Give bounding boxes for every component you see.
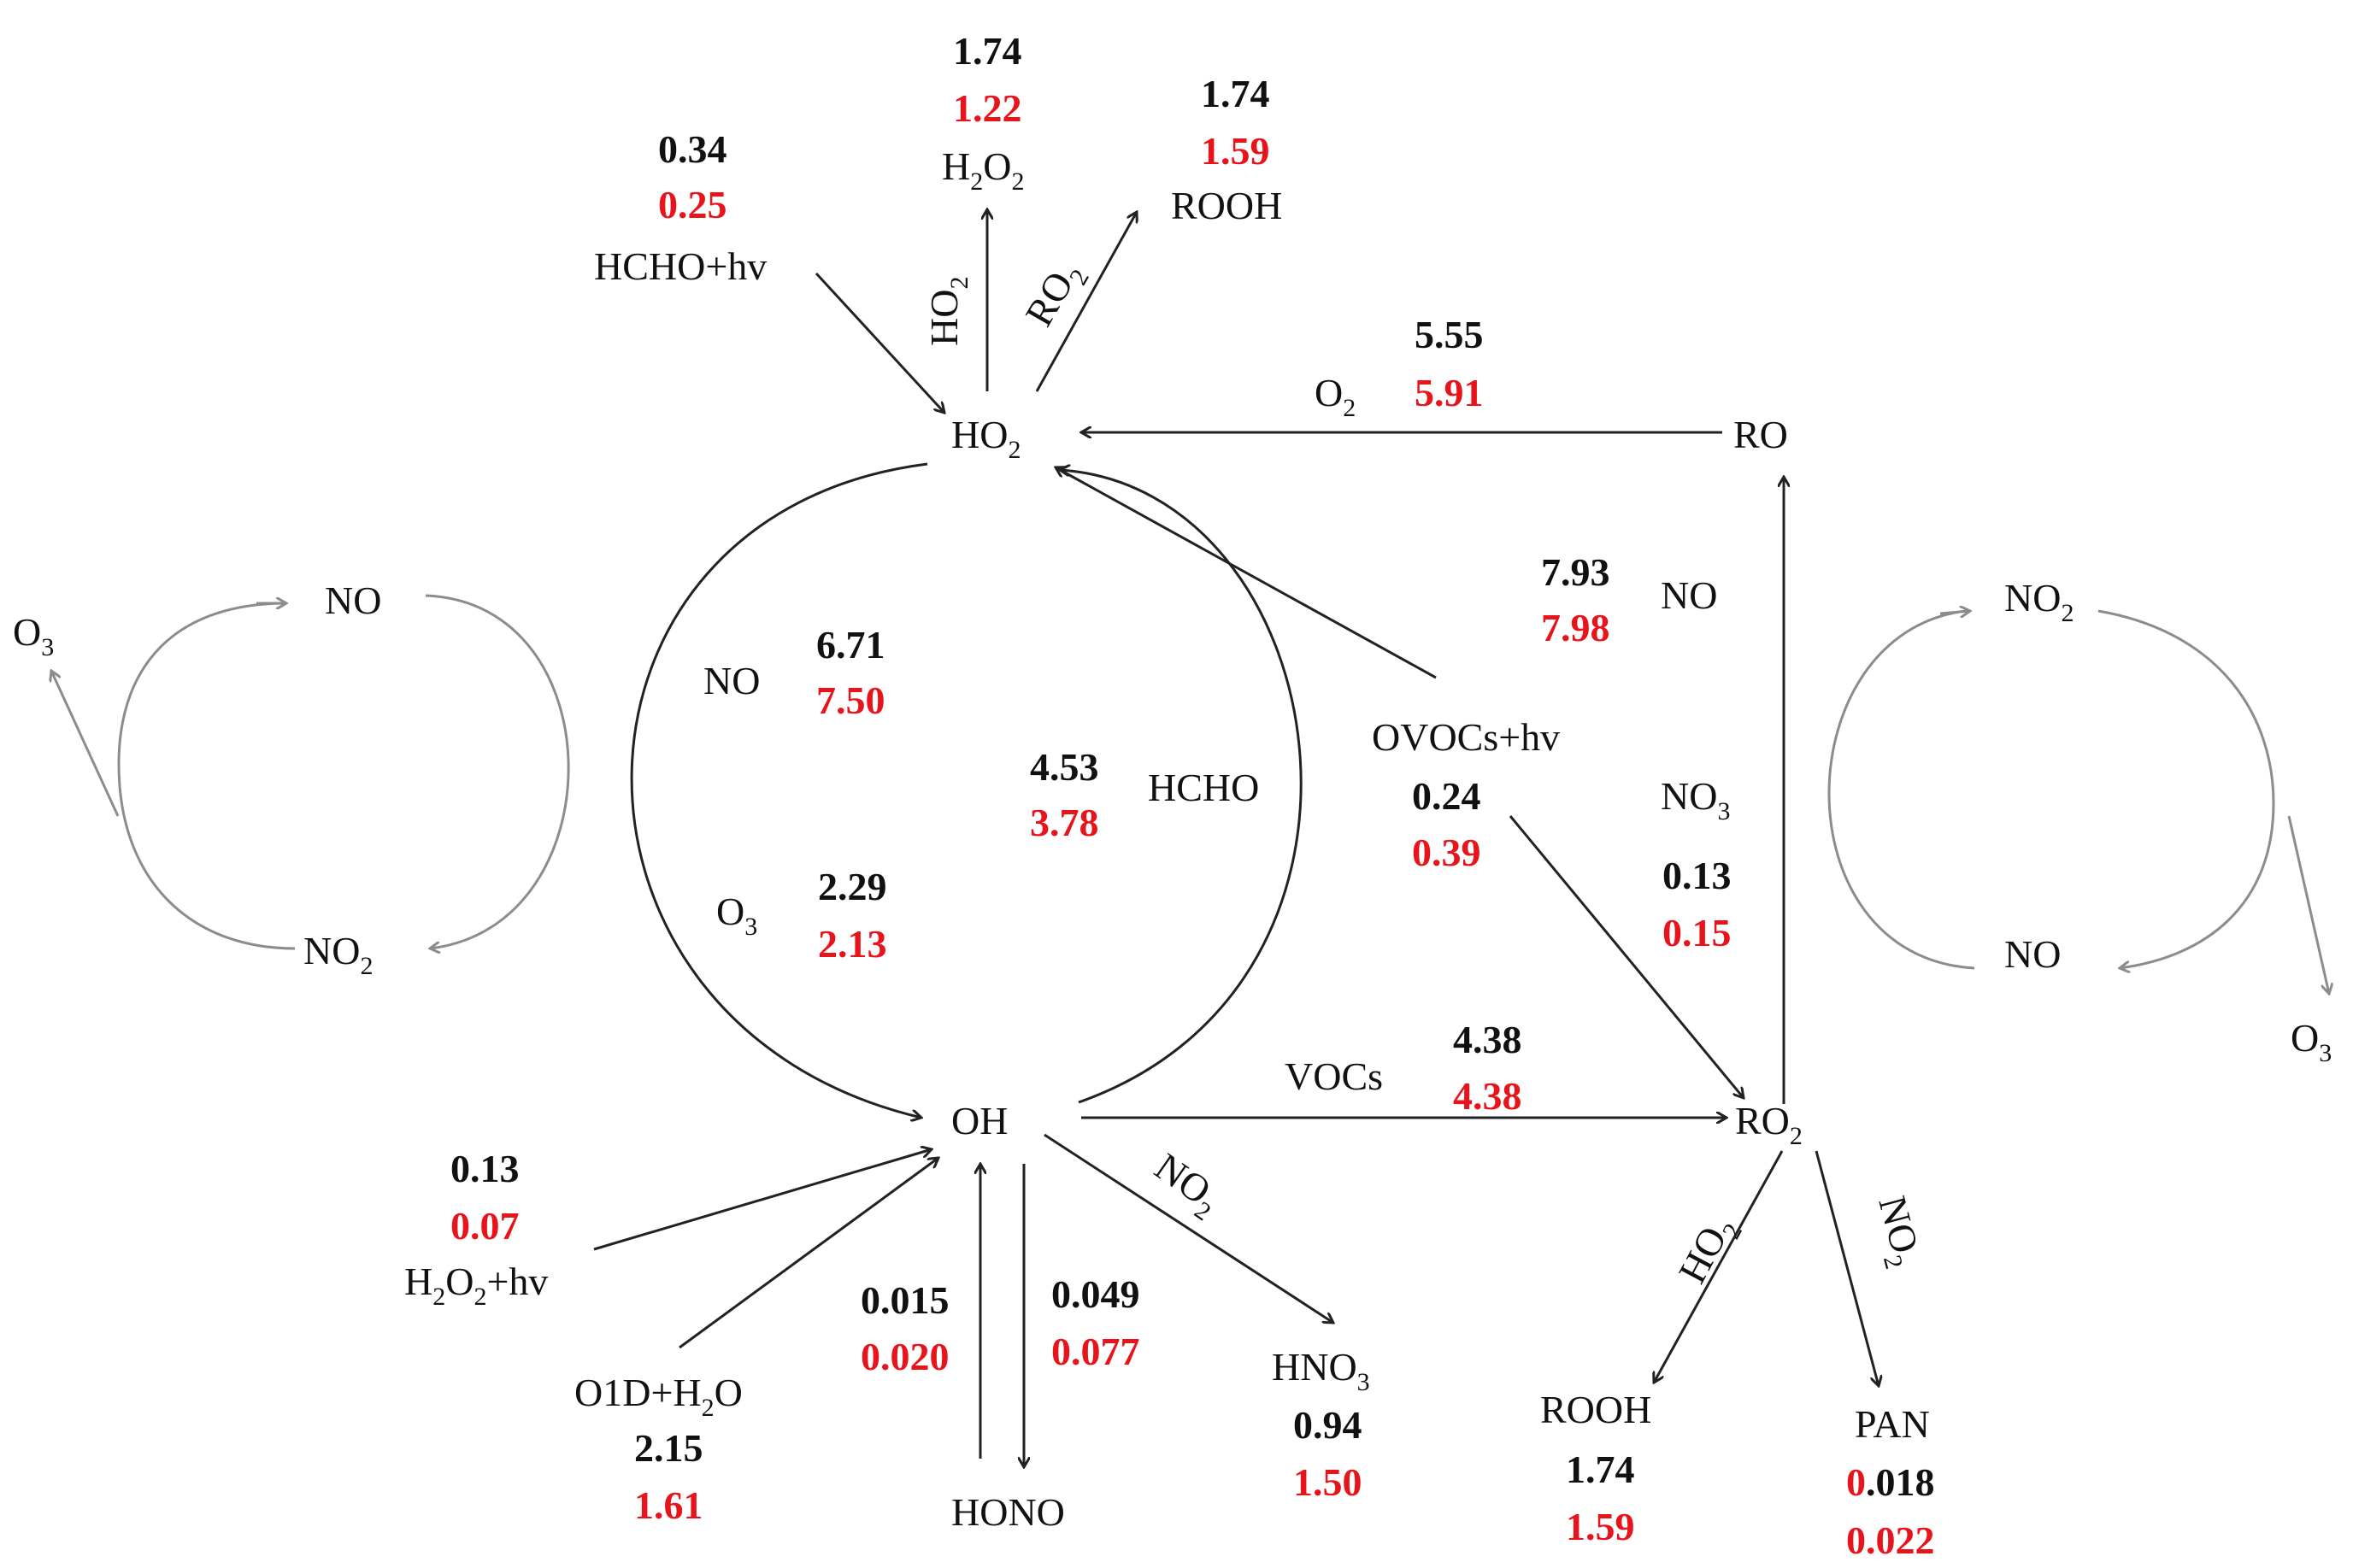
value-hno3-red: 1.50 <box>1293 1460 1362 1504</box>
right-cycle-top-arrow <box>1939 611 1970 614</box>
value-h2o2-hv-black: 0.13 <box>450 1147 520 1190</box>
right-cycle-no: NO <box>2004 932 2061 976</box>
value-oh-o3-black: 2.29 <box>818 865 887 908</box>
value-rooh-bottom-red: 1.59 <box>1566 1505 1635 1548</box>
value-oh-vocs-red: 4.38 <box>1453 1074 1522 1118</box>
value-ro2-no-black: 7.93 <box>1541 550 1610 594</box>
value-ro2-no-red: 7.98 <box>1541 606 1610 649</box>
label-no2-ro2: NO2 <box>1863 1191 1931 1271</box>
species-h2o2-top: H2O2 <box>942 144 1024 196</box>
value-hcho-hv-black: 0.34 <box>658 127 727 171</box>
label-no-ho2-oh: NO <box>703 659 760 702</box>
species-ro2: RO2 <box>1735 1099 1803 1150</box>
arrow-ho2-to-rooh-top <box>1035 212 1137 392</box>
left-cycle-arc-right <box>425 594 570 948</box>
label-o2: O2 <box>1315 371 1356 422</box>
label-vocs: VOCs <box>1285 1054 1383 1098</box>
value-ho2-no-red: 7.50 <box>816 678 885 722</box>
label-ro2-ho2: RO2 <box>1016 253 1094 337</box>
arrow-ovocs-hv-to-ro2 <box>1509 815 1744 1098</box>
value-rooh-top-black: 1.74 <box>1201 72 1270 115</box>
left-no-cycle <box>51 594 570 950</box>
label-no-ro2: NO <box>1661 573 1717 617</box>
value-pan-lead-red: 0 <box>1846 1460 1866 1504</box>
species-rooh-bottom: ROOH <box>1540 1388 1651 1431</box>
value-o1d-h2o-black: 2.15 <box>634 1426 703 1470</box>
value-ho2-no-black: 6.71 <box>816 623 885 667</box>
species-ho2: HO2 <box>951 413 1021 464</box>
left-cycle-arc-left <box>117 602 296 950</box>
value-oh-no-hono-red: 0.077 <box>1051 1330 1140 1373</box>
species-o1d-h2o: O1D+H2O <box>574 1371 743 1422</box>
value-ro2-no3-red: 0.15 <box>1662 911 1732 954</box>
label-no3: NO3 <box>1661 774 1730 825</box>
arrow-o1d-h2o-to-oh <box>679 1158 938 1349</box>
value-h2o2-red: 1.22 <box>953 86 1022 130</box>
value-hno3-black: 0.94 <box>1293 1403 1362 1447</box>
arrow-ro2-to-pan <box>1815 1150 1879 1386</box>
rate-values: 0.34 0.25 1.74 1.22 1.74 1.59 5.55 5.91 … <box>450 29 1935 1562</box>
arrow-oh-to-hno3 <box>1044 1133 1333 1323</box>
right-cycle-arc-left <box>1827 609 1975 970</box>
species-hcho-hv: HCHO+hv <box>594 244 767 288</box>
value-hcho-hv-red: 0.25 <box>658 183 727 226</box>
value-ro-o2-black: 5.55 <box>1415 313 1484 356</box>
left-cycle-no: NO <box>325 578 381 622</box>
arrow-ovocs-hv-to-ho2 <box>1056 467 1437 679</box>
value-h2o2-black: 1.74 <box>953 29 1022 73</box>
label-no2-oh: NO2 <box>1143 1144 1229 1226</box>
species-hno3: HNO3 <box>1272 1345 1370 1396</box>
value-ovocs-hv-red: 0.39 <box>1412 831 1481 874</box>
left-cycle-no2: NO2 <box>303 929 373 980</box>
left-cycle-o3-arrow <box>51 671 120 817</box>
species-pan: PAN <box>1855 1402 1930 1446</box>
label-ho2-self: HO2 <box>922 277 974 346</box>
label-hcho-oh: HCHO <box>1148 766 1259 809</box>
right-cycle-o3: O3 <box>2291 1016 2332 1067</box>
species-ro: RO <box>1733 413 1788 456</box>
arrow-hcho-hv-to-ho2 <box>815 272 944 413</box>
arc-oh-to-ho2 <box>1060 470 1303 1104</box>
value-pan-red: 0.022 <box>1846 1518 1935 1562</box>
right-no-cycle <box>1827 609 2329 994</box>
value-oh-o3-red: 2.13 <box>818 922 887 966</box>
species-h2o2-hv: H2O2+hv <box>404 1260 548 1311</box>
value-h2o2-hv-red: 0.07 <box>450 1204 520 1248</box>
species-ovocs-hv: OVOCs+hv <box>1372 715 1560 759</box>
value-oh-no-hono-black: 0.049 <box>1051 1272 1140 1316</box>
side-cycle-labels: NO NO2 O3 NO2 NO O3 <box>13 576 2332 1067</box>
value-oh-vocs-black: 4.38 <box>1453 1018 1522 1061</box>
value-rooh-top-red: 1.59 <box>1201 129 1270 173</box>
species-rooh-top: ROOH <box>1171 184 1282 227</box>
arrow-ro2-to-rooh <box>1654 1150 1784 1383</box>
right-cycle-o3-arrow <box>2287 815 2329 994</box>
value-hono-photolysis-red: 0.020 <box>861 1335 950 1378</box>
label-ho2-ro2: HO2 <box>1670 1208 1748 1294</box>
right-cycle-arc-right <box>2097 609 2275 968</box>
left-cycle-o3: O3 <box>13 610 54 661</box>
arc-ho2-to-oh <box>630 462 928 1118</box>
arrows <box>593 209 1879 1467</box>
value-hono-photolysis-black: 0.015 <box>861 1278 950 1322</box>
species-hono: HONO <box>951 1490 1065 1534</box>
label-o3-oh-ho2: O3 <box>716 890 757 941</box>
value-oh-hcho-black: 4.53 <box>1030 745 1099 789</box>
value-rooh-bottom-black: 1.74 <box>1566 1448 1635 1491</box>
value-ro-o2-red: 5.91 <box>1415 371 1484 414</box>
arrow-h2o2-hv-to-oh <box>593 1149 932 1251</box>
species-oh: OH <box>951 1099 1008 1142</box>
value-oh-hcho-red: 3.78 <box>1030 801 1099 844</box>
value-ovocs-hv-black: 0.24 <box>1412 774 1481 818</box>
value-o1d-h2o-red: 1.61 <box>634 1483 703 1527</box>
value-ro2-no3-black: 0.13 <box>1662 854 1732 897</box>
value-pan-black: 0.018 <box>1846 1460 1935 1504</box>
species-labels: HO2 OH RO RO2 H2O2 ROOH HCHO+hv OVOCs+hv… <box>404 144 1930 1534</box>
right-cycle-no2: NO2 <box>2004 576 2074 627</box>
